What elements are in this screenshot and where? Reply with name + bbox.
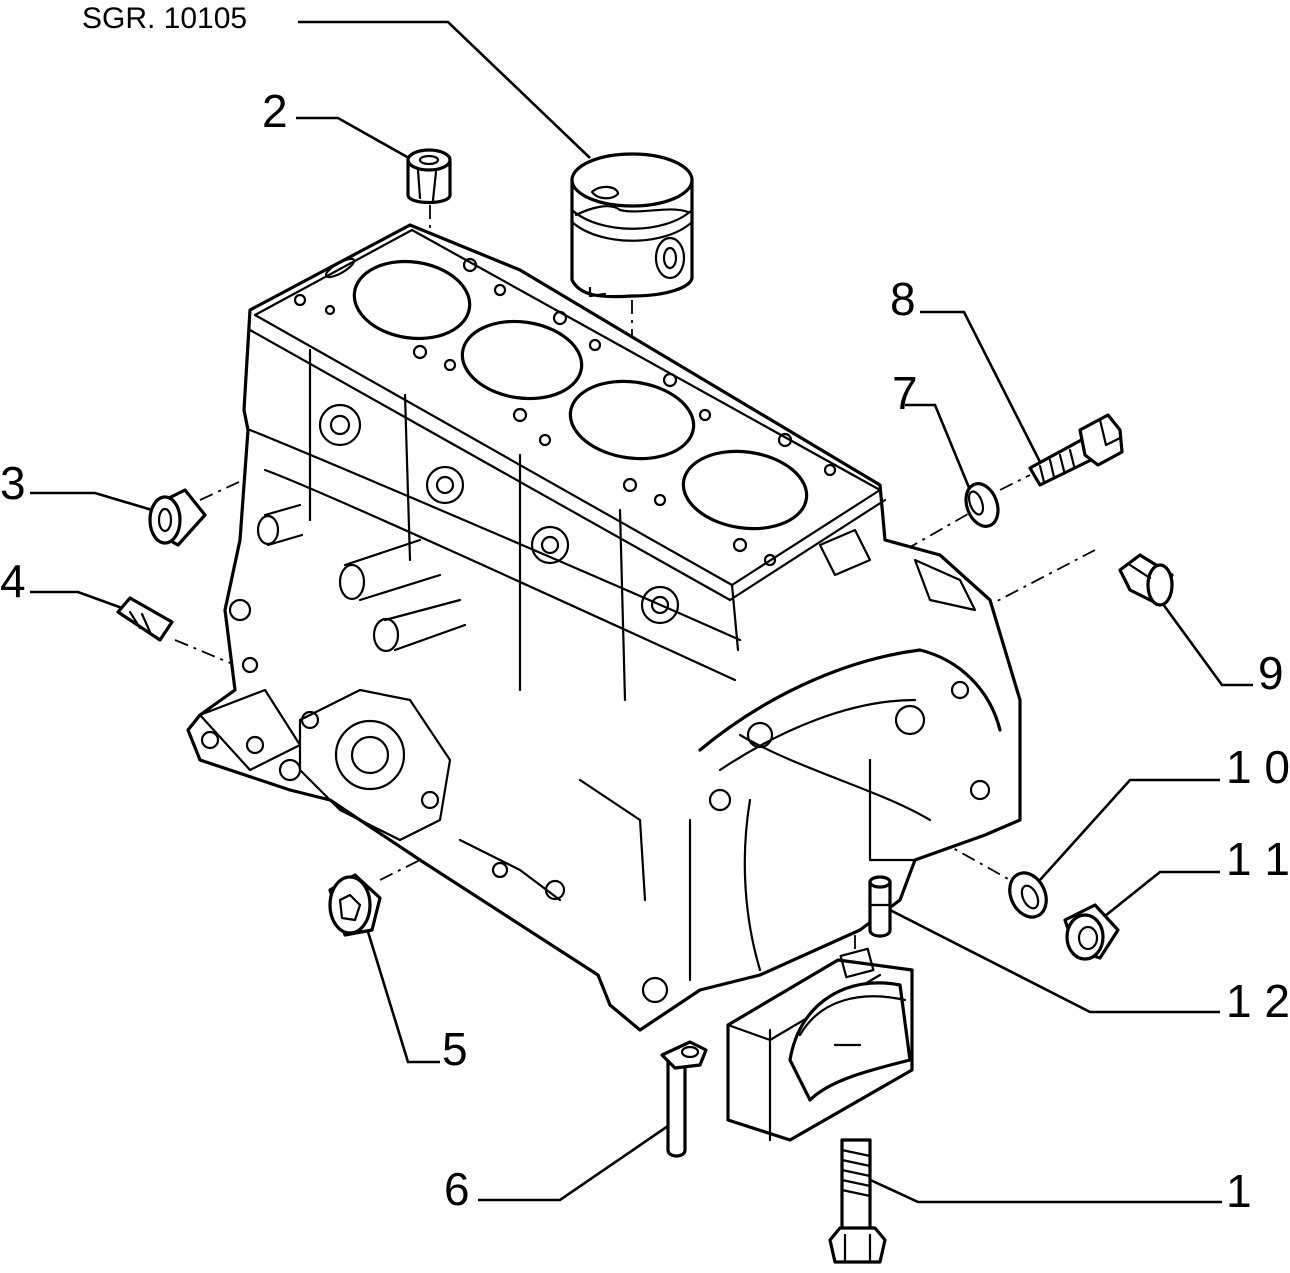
part-2-dowel-sleeve bbox=[406, 148, 452, 205]
part-5-plug bbox=[328, 873, 382, 937]
cylinder-block bbox=[186, 223, 1022, 1032]
part-1-cap-bolt bbox=[828, 1138, 887, 1264]
main-bearing-cap bbox=[726, 947, 914, 1142]
callout-2: 2 bbox=[262, 85, 288, 137]
callout-6: 6 bbox=[444, 1163, 470, 1215]
part-6-tube bbox=[660, 1040, 708, 1158]
callout-8: 8 bbox=[890, 273, 916, 325]
callout-3: 3 bbox=[0, 457, 26, 509]
callout-4: 4 bbox=[0, 555, 26, 607]
part-10-washer bbox=[1008, 871, 1048, 919]
part-8-bolt bbox=[1028, 413, 1124, 487]
leader-lines bbox=[30, 20, 1253, 1204]
part-7-washer bbox=[964, 482, 1000, 528]
reference-label: SGR. 10105 bbox=[82, 2, 248, 35]
part-11-plug-screw bbox=[1063, 903, 1120, 961]
callout-5: 5 bbox=[442, 1023, 468, 1075]
callout-11: 1 1 bbox=[1226, 833, 1290, 885]
part-9-plug bbox=[1118, 553, 1174, 607]
callout-9: 9 bbox=[1258, 647, 1284, 699]
callout-10: 1 0 bbox=[1226, 741, 1290, 793]
callout-12: 1 2 bbox=[1226, 975, 1290, 1027]
piston bbox=[570, 152, 694, 299]
callout-7: 7 bbox=[892, 367, 918, 419]
part-12-dowel-pin bbox=[868, 875, 892, 938]
part-4-pin bbox=[116, 596, 174, 642]
callout-1: 1 bbox=[1226, 1165, 1252, 1217]
part-3-seal bbox=[148, 488, 207, 547]
